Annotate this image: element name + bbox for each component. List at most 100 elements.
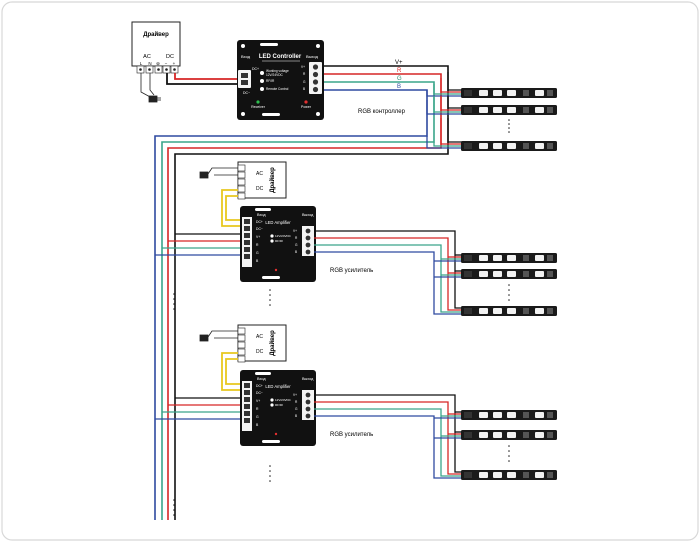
- bus-label-g: G: [397, 76, 402, 82]
- amp1-output-label: Выход: [302, 213, 314, 217]
- driver-top-term-l: L: [140, 61, 143, 66]
- mains-plug-amp2-icon: [199, 330, 238, 342]
- controller-input-label: Вход: [241, 54, 251, 59]
- driver-amp2-title: Драйвер: [269, 330, 276, 356]
- amp2-title: LED Amplifier: [265, 384, 291, 389]
- led-strip: [461, 410, 557, 420]
- driver-top: Драйвер AC DC L N ⊜ − +: [131, 21, 181, 74]
- amp1-pin-vplus: V+: [256, 235, 260, 239]
- controller-dc-minus: DC−: [243, 91, 250, 95]
- amp1-pin-dc-minus: DC−: [256, 227, 263, 231]
- controller-power-label: Power: [301, 105, 312, 109]
- amp2-caption: RGB усилитель: [330, 432, 373, 438]
- controller-pin-r: R: [303, 72, 306, 76]
- amp1-title: LED Amplifier: [265, 220, 291, 225]
- controller-strip-wires: [426, 72, 462, 149]
- driver-amp1-ac: AC: [256, 171, 263, 177]
- led-strip: [461, 306, 557, 316]
- controller-pin-g: G: [303, 80, 306, 84]
- amp2-out-g: G: [295, 407, 298, 411]
- led-strip: [461, 88, 557, 98]
- amp2-output-label: Выход: [302, 377, 314, 381]
- ellipsis-dots: [508, 445, 510, 462]
- amp1-out-g: G: [295, 243, 298, 247]
- amp1-out-r: R: [295, 236, 298, 240]
- bus-label-r: R: [397, 68, 402, 74]
- controller-output-label: Выход: [306, 54, 319, 59]
- controller-dc-plus: DC+: [252, 67, 259, 71]
- led-strip: [461, 269, 557, 279]
- ellipsis-dots: [508, 119, 510, 133]
- receiver-led-icon: [256, 100, 260, 104]
- led-strip: [461, 141, 557, 151]
- controller-pin-vplus: V+: [301, 65, 305, 69]
- wire-amp2-dc-minus: [221, 352, 246, 391]
- wire-dc-plus-top: [174, 73, 237, 80]
- power-led-icon: [304, 100, 308, 104]
- led-amplifier-1: Вход Выход LED Amplifier DC+ DC− V+ R G …: [240, 206, 316, 282]
- bus-labels: V+ R G B: [395, 60, 403, 90]
- driver-amp1: Драйвер AC DC: [237, 161, 287, 200]
- led-strip: [461, 105, 557, 115]
- amp2-out-r: R: [295, 400, 298, 404]
- driver-top-ac: AC: [143, 54, 151, 60]
- driver-top-term-n: N: [148, 61, 151, 66]
- wire-amp1-dc-plus: [225, 195, 246, 221]
- amp1-output-wires: [314, 230, 462, 315]
- mains-plug-top-icon: [140, 73, 161, 103]
- led-amplifier-2: Вход Выход LED Amplifier DC+ DC− V+ R G …: [240, 370, 316, 446]
- amp2-bus-taps: [155, 397, 246, 420]
- amp1-out-vplus: V+: [293, 229, 297, 233]
- driver-amp1-title: Драйвер: [269, 167, 276, 193]
- driver-top-term-plus: +: [173, 61, 176, 66]
- amp1-spec-rfir: RF/IR: [275, 239, 284, 243]
- amp2-out-vplus: V+: [293, 393, 297, 397]
- amp2-pin-dc-plus: DC+: [256, 384, 263, 388]
- ellipsis-dots: [269, 289, 271, 306]
- bus-label-b: B: [397, 84, 401, 90]
- controller-receiver-label: Receiver: [251, 105, 266, 109]
- wire-amp1-dc-minus: [221, 189, 246, 227]
- amp2-pin-b: B: [256, 423, 259, 427]
- wire-amp2-dc-plus: [225, 358, 246, 385]
- amp2-pin-r: R: [256, 407, 259, 411]
- driver-amp1-dc: DC: [256, 186, 264, 192]
- amp2-output-wires: [314, 394, 462, 479]
- amp1-input-label: Вход: [257, 213, 266, 217]
- amp1-out-b: B: [295, 250, 297, 254]
- mains-plug-amp1-icon: [199, 167, 238, 179]
- controller-spec-rfir: RF/IR: [266, 79, 275, 83]
- bus-label-vplus: V+: [395, 60, 403, 66]
- driver-top-dc: DC: [166, 54, 174, 60]
- driver-top-term-gnd: ⊜: [156, 61, 160, 66]
- amp1-pin-g: G: [256, 251, 259, 255]
- driver-amp2: Драйвер AC DC: [237, 324, 287, 363]
- signal-bus: [154, 65, 449, 520]
- driver-amp2-ac: AC: [256, 334, 263, 340]
- led-strip: [461, 253, 557, 263]
- wire-dc-minus-top: [166, 73, 237, 85]
- amp2-out-b: B: [295, 414, 297, 418]
- amp2-pin-dc-minus: DC−: [256, 391, 263, 395]
- ellipsis-dots: [508, 284, 510, 301]
- amp2-input-label: Вход: [257, 377, 266, 381]
- controller-title: LED Controller: [259, 54, 302, 60]
- amp2-spec-rfir: RF/IR: [275, 403, 284, 407]
- led-strip: [461, 430, 557, 440]
- amp1-bus-taps: [155, 233, 246, 256]
- amp1-spec-volts: 12V/24VDC: [275, 234, 292, 238]
- driver-top-term-minus: −: [165, 61, 168, 66]
- controller-caption: RGB контроллер: [358, 109, 406, 115]
- amp1-pin-b: B: [256, 259, 259, 263]
- amp2-pin-vplus: V+: [256, 399, 260, 403]
- ellipsis-dots: [269, 465, 271, 482]
- controller-spec-voltage: Working voltage: [266, 69, 289, 73]
- led-controller: LED Controller Вход Выход DC+ DC− Workin…: [237, 40, 324, 120]
- controller-spec-remote: Remote Control: [266, 87, 289, 91]
- amp2-spec-volts: 12V/24VDC: [275, 398, 292, 402]
- amp1-pin-r: R: [256, 243, 259, 247]
- controller-spec-volts: 12V/24VDC: [266, 73, 284, 77]
- led-strip: [461, 470, 557, 480]
